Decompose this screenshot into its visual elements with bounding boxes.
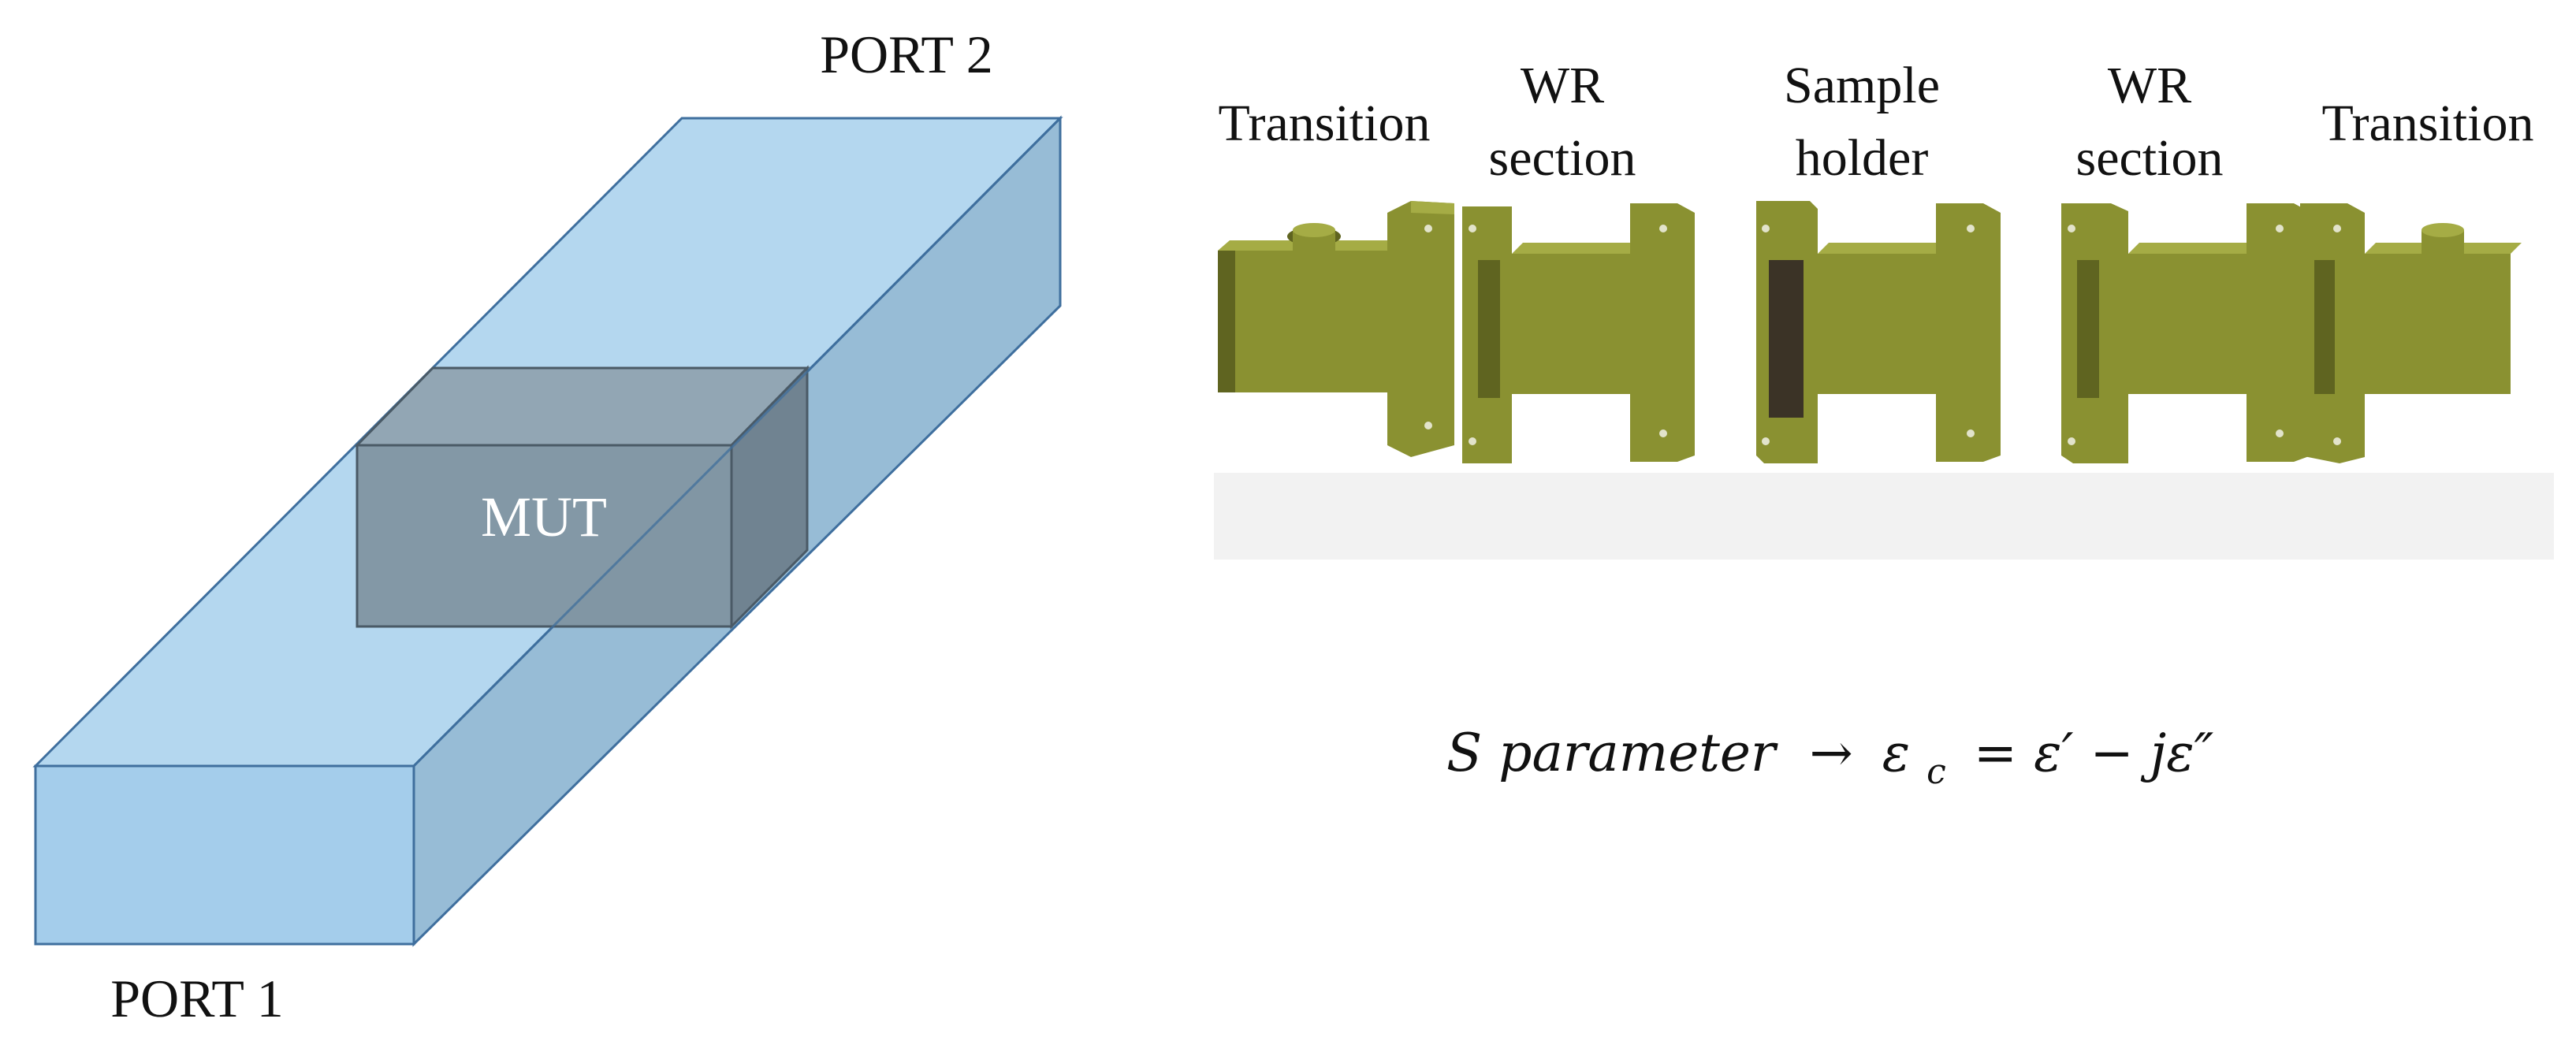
bolt-hole	[2068, 225, 2075, 232]
mut-top-face	[354, 366, 810, 447]
holder-body	[1818, 254, 1936, 394]
bolt-hole	[2333, 225, 2341, 232]
waveguide-diagram: MUT PORT 1 PORT 2	[32, 24, 1063, 1028]
mut-block: MUT	[354, 117, 1062, 768]
equation-arrow: →	[1809, 723, 1852, 783]
equation-symbol: ε	[1882, 723, 1910, 783]
flange-opening	[2077, 260, 2099, 398]
flange	[2247, 203, 2311, 462]
component-label: Sample	[1784, 57, 1940, 114]
bolt-hole	[1469, 225, 1476, 232]
assembly-labels: Transition WR section Sample holder WR s…	[1219, 57, 2534, 187]
waveguide-edge-through-mut	[412, 117, 1062, 768]
coax-connector-top	[2422, 223, 2464, 237]
transition-component	[1218, 201, 1454, 457]
holder-body-top	[1818, 243, 1947, 254]
bolt-hole	[1659, 225, 1667, 232]
equation-lhs: S parameter	[1446, 723, 1778, 783]
flange-opening	[1478, 260, 1500, 398]
component-label: WR	[1521, 57, 1604, 114]
flange-opening	[2314, 260, 2335, 394]
waveguide-body-top	[1512, 243, 1641, 254]
bolt-hole	[1762, 437, 1770, 445]
component-label: holder	[1796, 129, 1929, 187]
floor-shadow	[1214, 473, 2554, 560]
transition-component	[2300, 203, 2522, 463]
component-label: section	[2076, 129, 2224, 187]
waveguide-body-top	[2128, 243, 2258, 254]
bolt-hole	[2333, 437, 2341, 445]
flange-edge	[1411, 201, 1454, 214]
port2-label: PORT 2	[820, 24, 993, 84]
mut-front-face	[356, 444, 733, 628]
bolt-hole	[2068, 437, 2075, 445]
flange	[1630, 203, 1695, 462]
transition-body	[1218, 251, 1387, 392]
component-label: WR	[2108, 57, 2191, 114]
bolt-hole	[1424, 225, 1432, 232]
bolt-hole	[1967, 225, 1975, 232]
equation: S parameter → ε c = ε′ − jε″	[1446, 723, 2214, 796]
waveguide-body	[2128, 254, 2247, 394]
assembly-illustration	[1214, 201, 2554, 560]
bolt-hole	[1967, 429, 1975, 437]
sample-material	[1769, 260, 1804, 418]
coax-connector-top	[1293, 223, 1335, 237]
transition-body-end	[1218, 251, 1235, 392]
sample-holder-component	[1756, 201, 2001, 463]
bolt-hole	[1424, 422, 1432, 429]
equation-subscript: c	[1926, 752, 1946, 792]
flange	[1936, 203, 2001, 462]
waveguide-body	[1512, 254, 1630, 394]
bolt-hole	[2276, 225, 2284, 232]
component-label: Transition	[2322, 95, 2534, 152]
bolt-hole	[2276, 429, 2284, 437]
component-label: section	[1489, 129, 1636, 187]
equation-text: S parameter → ε c = ε′ − jε″	[1446, 723, 2214, 796]
bolt-hole	[1762, 225, 1770, 232]
wr-section-component	[1462, 203, 1695, 463]
equation-rhs: = ε′ − jε″	[1974, 723, 2214, 783]
wr-section-component	[2061, 203, 2311, 463]
mut-label: MUT	[481, 485, 607, 548]
waveguide-front-face	[34, 764, 415, 946]
bolt-hole	[1659, 429, 1667, 437]
bolt-holes	[1424, 225, 2341, 445]
bolt-hole	[1469, 437, 1476, 445]
flange	[1387, 201, 1454, 457]
transition-body	[2365, 254, 2511, 394]
port1-label: PORT 1	[110, 969, 284, 1028]
component-label: Transition	[1219, 95, 1431, 152]
